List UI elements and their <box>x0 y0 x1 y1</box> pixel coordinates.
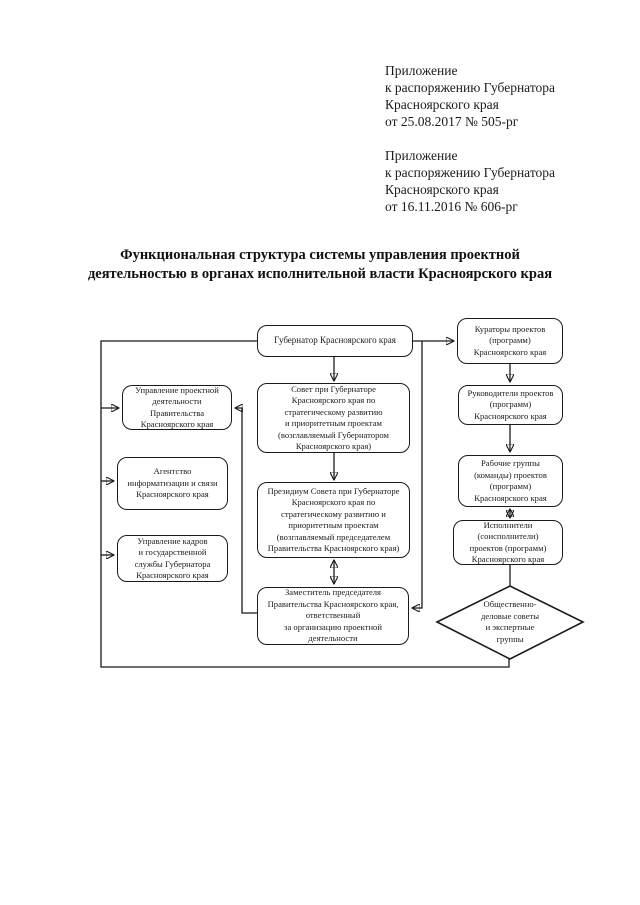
public-councils-diamond <box>435 585 585 660</box>
node-hr-department: Управление кадров и государственной служ… <box>117 535 228 582</box>
node-project-leaders: Руководители проектов (программ) Красноя… <box>458 385 563 425</box>
node-executors: Исполнители (соисполнители) проектов (пр… <box>453 520 563 565</box>
node-deputy-chairman: Заместитель председателя Правительства К… <box>257 587 409 645</box>
node-governor: Губернатор Красноярского края <box>257 325 413 357</box>
node-work-groups: Рабочие группы (команды) проектов (прогр… <box>458 455 563 507</box>
node-project-curators: Кураторы проектов (программ) Красноярско… <box>457 318 563 364</box>
page-title: Функциональная структура системы управле… <box>87 247 553 282</box>
node-governor-council: Совет при Губернаторе Красноярского края… <box>257 383 410 453</box>
node-project-office: Управление проектной деятельности Правит… <box>122 385 232 430</box>
annex-reference-1: Приложение к распоряжению Губернатора Кр… <box>385 63 556 129</box>
node-it-agency: Агентство информатизации и связи Красноя… <box>117 457 228 510</box>
node-public-councils-label: Общественно- деловые советы и экспертные… <box>480 599 540 644</box>
node-council-presidium: Президиум Совета при Губернаторе Красноя… <box>257 482 410 558</box>
annex-reference-2: Приложение к распоряжению Губернатора Кр… <box>385 148 556 214</box>
